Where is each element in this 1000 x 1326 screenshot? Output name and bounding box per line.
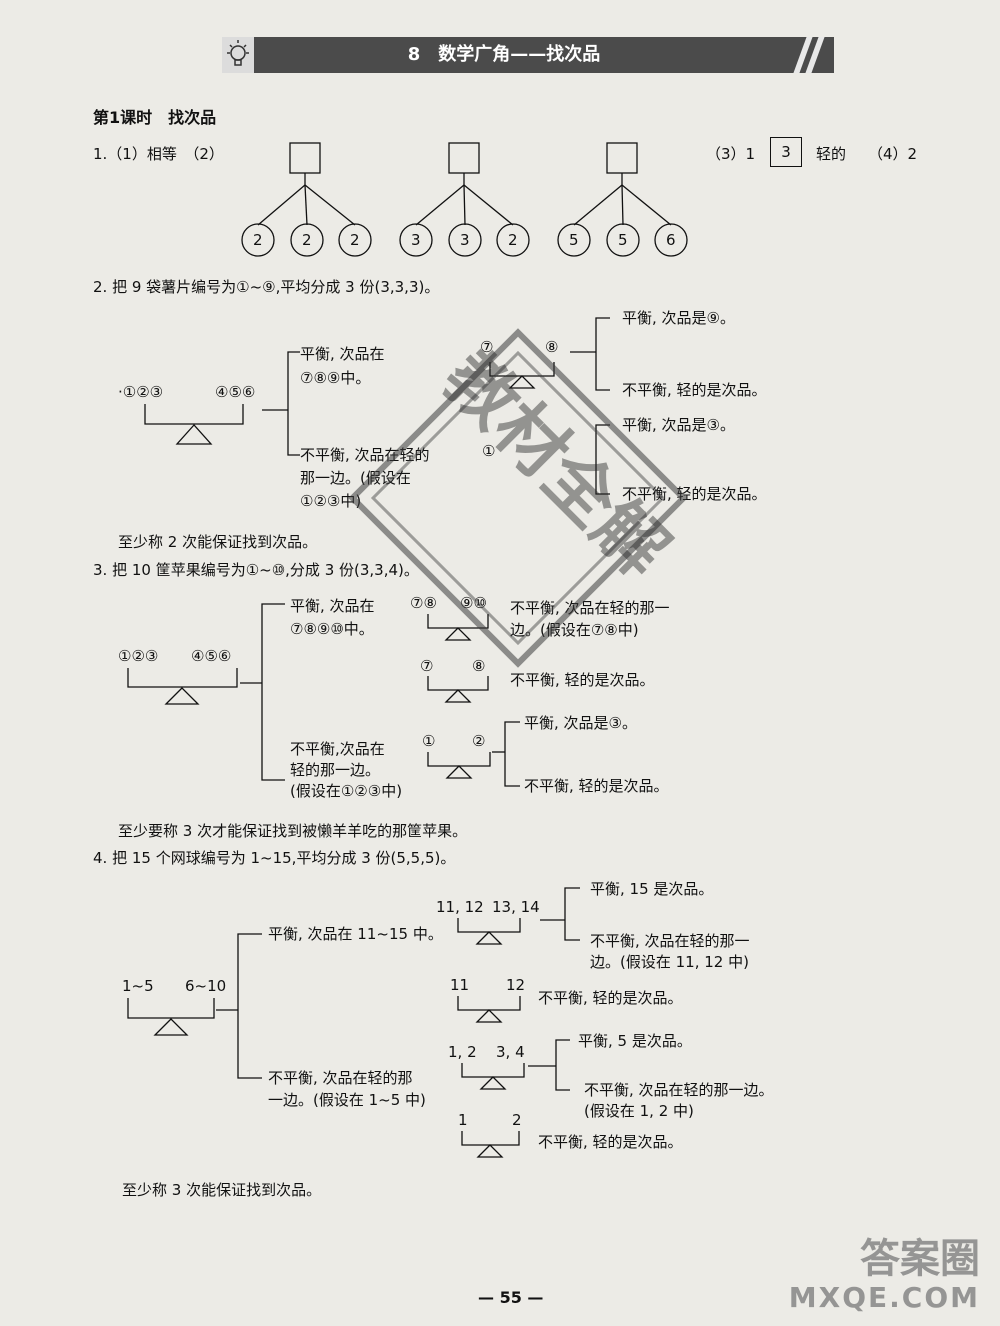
branch-text: (假设在①②③中) [290, 782, 403, 800]
tree-node: 5 [618, 231, 628, 249]
q1-part3: （3）1 [706, 145, 756, 163]
pan-right: 3, 4 [496, 1043, 525, 1061]
q1-text: 1.（1）相等 （2） [93, 145, 224, 163]
branch-text: 平衡, 次品在 [300, 345, 385, 363]
pan-right: ⑨⑩ [460, 594, 487, 612]
q2-conclusion: 至少称 2 次能保证找到次品。 [118, 533, 318, 551]
branch-text: 一边。(假设在 1~5 中) [268, 1091, 426, 1109]
pan-left: ·①②③ [118, 383, 164, 401]
pan-right: ⑧ [545, 338, 559, 356]
tree-node: 2 [508, 231, 518, 249]
branch-text: 不平衡, 轻的是次品。 [524, 777, 669, 795]
branch-text: 不平衡, 轻的是次品。 [622, 381, 767, 399]
branch-text: 边。(假设在⑦⑧中) [510, 621, 639, 639]
pan-right: ④⑤⑥ [215, 383, 256, 401]
tree-node: 6 [666, 231, 676, 249]
pan-left: ① [482, 442, 496, 460]
page-number: — 55 — [478, 1288, 544, 1307]
watermark-brand: 答案圈 [860, 1236, 980, 1282]
branch-text: 轻的那一边。 [290, 761, 381, 779]
branch-text: 不平衡, 轻的是次品。 [538, 1133, 683, 1151]
branch-text: 不平衡, 次品在轻的那一 [590, 932, 750, 950]
tree-node: 3 [411, 231, 421, 249]
pan-left: ⑦⑧ [410, 594, 437, 612]
branch-text: 平衡, 次品是③。 [622, 416, 735, 434]
q4-intro: 4. 把 15 个网球编号为 1~15,平均分成 3 份(5,5,5)。 [93, 849, 456, 867]
tree-node: 2 [302, 231, 312, 249]
pan-right: 13, 14 [492, 898, 540, 916]
branch-text: ⑦⑧⑨⑩中。 [290, 620, 374, 638]
pan-right: ④⑤⑥ [191, 647, 232, 665]
branch-text: 边。(假设在 11, 12 中) [590, 953, 749, 971]
branch-text: 平衡, 5 是次品。 [578, 1032, 692, 1050]
watermark: 答案圈 MXQE.COM [789, 1237, 980, 1314]
pan-left: 1 [458, 1111, 468, 1129]
pan-left: 1~5 [122, 977, 154, 995]
branch-text: 平衡, 次品在 11~15 中。 [268, 925, 443, 943]
pan-right: ⑧ [472, 657, 486, 675]
q3-conclusion: 至少要称 3 次才能保证找到被懒羊羊吃的那筐苹果。 [118, 822, 468, 840]
q1-light: 轻的 [816, 145, 847, 163]
tree-node: 2 [350, 231, 360, 249]
pan-right: 6~10 [185, 977, 227, 995]
pan-left: 1, 2 [448, 1043, 477, 1061]
pan-right: 2 [512, 1111, 522, 1129]
lightbulb-icon [222, 37, 254, 73]
pan-left: ⑦ [480, 338, 494, 356]
pan-left: ⑦ [420, 657, 434, 675]
branch-text: 不平衡, 次品在轻的那一边。 [584, 1081, 774, 1099]
tree-node: 2 [253, 231, 263, 249]
q4-conclusion: 至少称 3 次能保证找到次品。 [122, 1181, 322, 1199]
chapter-banner [222, 37, 834, 73]
watermark-url: MXQE.COM [788, 1281, 980, 1314]
branch-text: 平衡, 次品是⑨。 [622, 309, 735, 327]
branch-text: 不平衡, 次品在轻的那 [268, 1069, 413, 1087]
pan-left: 11, 12 [436, 898, 484, 916]
q3-intro: 3. 把 10 筐苹果编号为①~⑩,分成 3 份(3,3,4)。 [93, 561, 419, 579]
branch-text: 平衡, 次品是③。 [524, 714, 637, 732]
branch-text: 不平衡, 轻的是次品。 [538, 989, 683, 1007]
branch-text: (假设在 1, 2 中) [584, 1102, 694, 1120]
chapter-title: 8 数学广角——找次品 [407, 44, 601, 65]
q1-boxed-answer: 3 [770, 137, 802, 167]
pan-left: ①②③ [118, 647, 159, 665]
branch-text: 不平衡, 轻的是次品。 [622, 485, 767, 503]
branch-text: 平衡, 15 是次品。 [590, 880, 714, 898]
branch-text: ①②③中) [300, 492, 362, 510]
tree-node: 3 [460, 231, 470, 249]
pan-right: 12 [506, 976, 526, 994]
branch-text: 平衡, 次品在 [290, 597, 375, 615]
branch-text: 不平衡,次品在 [290, 740, 385, 758]
pan-left: ① [422, 732, 436, 750]
branch-text: 不平衡, 轻的是次品。 [510, 671, 655, 689]
branch-text: 那一边。(假设在 [300, 469, 411, 487]
branch-text: 不平衡, 次品在轻的那一 [510, 599, 670, 617]
branch-text: ⑦⑧⑨中。 [300, 369, 371, 387]
tree-node: 5 [569, 231, 579, 249]
lesson-title: 第1课时 找次品 [93, 108, 217, 127]
pan-right: ② [472, 732, 486, 750]
q1-part4: （4）2 [868, 145, 918, 163]
q2-intro: 2. 把 9 袋薯片编号为①~⑨,平均分成 3 份(3,3,3)。 [93, 278, 440, 296]
branch-text: 不平衡, 次品在轻的 [300, 446, 430, 464]
pan-left: 11 [450, 976, 470, 994]
